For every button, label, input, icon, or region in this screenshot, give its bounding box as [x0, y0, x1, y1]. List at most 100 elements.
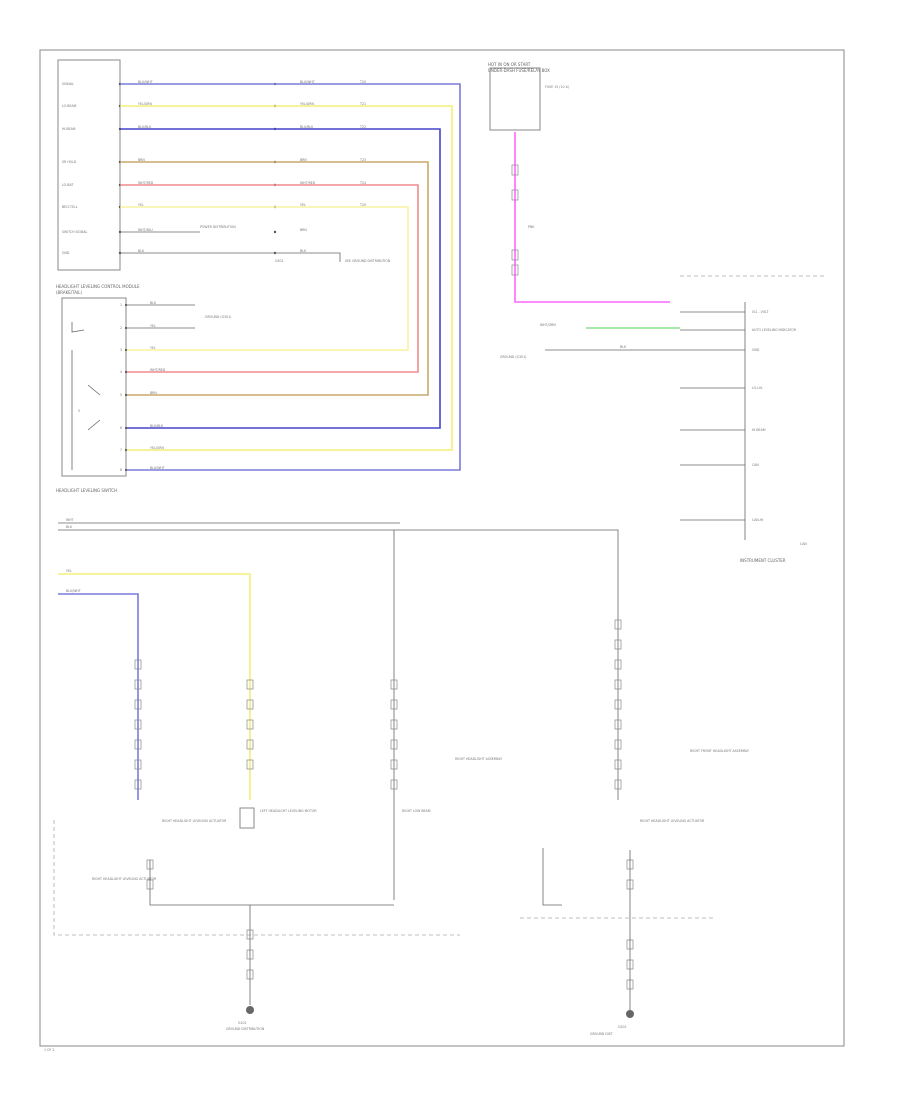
- switch-pin-number-1: 1: [120, 303, 122, 307]
- hcm-wire-color-2: YEL/GRN: [138, 102, 152, 106]
- switch-pin-number-6: 6: [120, 426, 122, 430]
- lower-blue-label: BLU/WHT: [66, 589, 81, 593]
- switch-wire-label-2: YEL: [150, 324, 156, 328]
- inline-connector-10: [246, 719, 254, 730]
- page-footer: 1 OF 2: [44, 1048, 54, 1052]
- left-actuator-label: RIGHT HEADLIGHT LEVELING ACTUATOR: [162, 819, 227, 823]
- switch-pin-dot-7: [124, 448, 128, 452]
- hcm-pin-right-3: T22: [359, 125, 366, 129]
- inline-connector-9: [246, 699, 254, 710]
- ig-box-title: HOT IN ON OR START: [488, 62, 531, 67]
- inline-connector-27: [614, 779, 622, 790]
- left-ground-icon: [246, 1006, 254, 1014]
- ground-note: GROUND (G301): [500, 355, 526, 359]
- hcm-wire-color2-2: YEL/GRN: [300, 102, 314, 106]
- black-wire-label: BLK: [620, 345, 627, 349]
- hcm-inline-dot-7: [273, 230, 277, 234]
- inline-connector-20: [614, 639, 622, 650]
- lower-yellow-wire: [58, 573, 251, 800]
- inline-connector-3: [134, 699, 142, 710]
- switch-wire-label-8: BLU/WHT: [150, 466, 165, 470]
- control-module-box: [57, 59, 121, 271]
- switch-pin-number-5: 5: [120, 393, 122, 397]
- switch-ground-note: GROUND (G301): [205, 315, 231, 319]
- right-actuator-wire: [542, 848, 562, 906]
- inline-connector-26: [614, 759, 622, 770]
- lower-blk-label: BLK: [66, 525, 73, 529]
- hcm-pin-label-2: LO-BEAM: [62, 104, 77, 108]
- harness-loop-5: [120, 184, 419, 373]
- cluster-pin-label-7: CAN-HI: [752, 518, 763, 522]
- switch-wire-label-4: WHT/RED: [150, 368, 166, 372]
- switch-wire-label-5: BRN: [150, 391, 157, 395]
- inline-connector-15: [390, 719, 398, 730]
- gnd-wire: [120, 252, 341, 262]
- inline-connector-16: [390, 739, 398, 750]
- harness-loop-4: [120, 161, 429, 396]
- inline-connector-14: [390, 699, 398, 710]
- inline-connector-22: [614, 679, 622, 690]
- cluster-pin-label-6: CAN: [752, 463, 759, 467]
- lower-blk-wire: [58, 529, 619, 800]
- harness-loop-2: [120, 105, 453, 451]
- switch-pin-dot-4: [124, 370, 128, 374]
- hcm-pin-label-3: HI-BEAM: [62, 127, 76, 131]
- inline-connector-18: [390, 779, 398, 790]
- hcm-pin-right-4: T23: [359, 158, 366, 162]
- right-ground-icon: [626, 1010, 634, 1018]
- diagram-border: [39, 49, 845, 1047]
- hcm-pin-label-6: BELT-TELL: [62, 205, 78, 209]
- hcm-wire-color-6: YEL: [138, 203, 144, 207]
- inline-connector-4: [134, 719, 142, 730]
- inline-connector-12: [246, 759, 254, 770]
- pink-connector-1: [511, 164, 519, 176]
- inline-connector-1: [134, 659, 142, 670]
- inline-connector-2: [134, 679, 142, 690]
- switch-pin-dot-3: [124, 348, 128, 352]
- left-motor-symbol: [239, 807, 255, 829]
- switch-pin-number-2: 2: [120, 326, 122, 330]
- cluster-pin-label-3: GND: [752, 348, 760, 352]
- inline-connector-19: [614, 619, 622, 630]
- hcm-pin-right-5: T24: [359, 181, 366, 185]
- hcm-wire-color-1: BLU/WHT: [138, 80, 153, 84]
- harness-loop-3: [120, 128, 441, 429]
- switch-pin-dot-1: [124, 303, 128, 307]
- hcm-wire-color2-3: BLU/BLK: [300, 125, 314, 129]
- left-small-label: RIGHT HEADLIGHT LEVELING ACTUATOR: [92, 877, 157, 881]
- pink-connector-3: [511, 249, 519, 261]
- hcm-pin-label-1: SIGNAL: [62, 82, 74, 86]
- cluster-title: INSTRUMENT CLUSTER: [740, 558, 786, 563]
- inline-connector-8: [246, 679, 254, 690]
- switch-contact-3: [87, 419, 101, 431]
- lower-wht-label: WHT: [66, 518, 74, 522]
- switch-pin-dot-6: [124, 426, 128, 430]
- hcm-wire-color2-6: YEL: [300, 203, 306, 207]
- ig-box: [489, 67, 541, 131]
- switch-wire-label-7: YEL/GRN: [150, 446, 164, 450]
- left-ground-sub: GROUND DISTRIBUTION: [226, 1027, 265, 1031]
- left-motor-label: LEFT HEADLIGHT LEVELING MOTOR: [260, 809, 317, 813]
- hcm-wire-color-7: WHT/BLU: [138, 228, 153, 232]
- cluster-pin-label-1: IG1 - VOLT: [752, 310, 769, 314]
- switch-contact-1: [71, 322, 85, 333]
- hcm-pin-label-7: SWITCH SIGNAL: [62, 230, 88, 234]
- inline-connector-17: [390, 759, 398, 770]
- switch-pin-dot-5: [124, 393, 128, 397]
- hcm-wire-color-5: WHT/RED: [138, 181, 154, 185]
- cluster-note: CAN: [800, 542, 807, 546]
- harness-wires: [120, 83, 461, 471]
- green-wire-label: WHT/GRN: [540, 323, 556, 327]
- hcm-wire-color-4: BRN: [138, 158, 145, 162]
- inline-connector-25: [614, 739, 622, 750]
- switch-contact-label: 5: [78, 409, 80, 413]
- hcm-wire-color2-4: BRN: [300, 158, 307, 162]
- leveling-switch-title: HEADLIGHT LEVELING SWITCH: [56, 488, 117, 493]
- right-actuator-label: RIGHT HEADLIGHT LEVELING ACTUATOR: [640, 819, 705, 823]
- inline-connector-24: [614, 719, 622, 730]
- ground-text: G401: [275, 259, 284, 263]
- inline-connector-13: [390, 679, 398, 690]
